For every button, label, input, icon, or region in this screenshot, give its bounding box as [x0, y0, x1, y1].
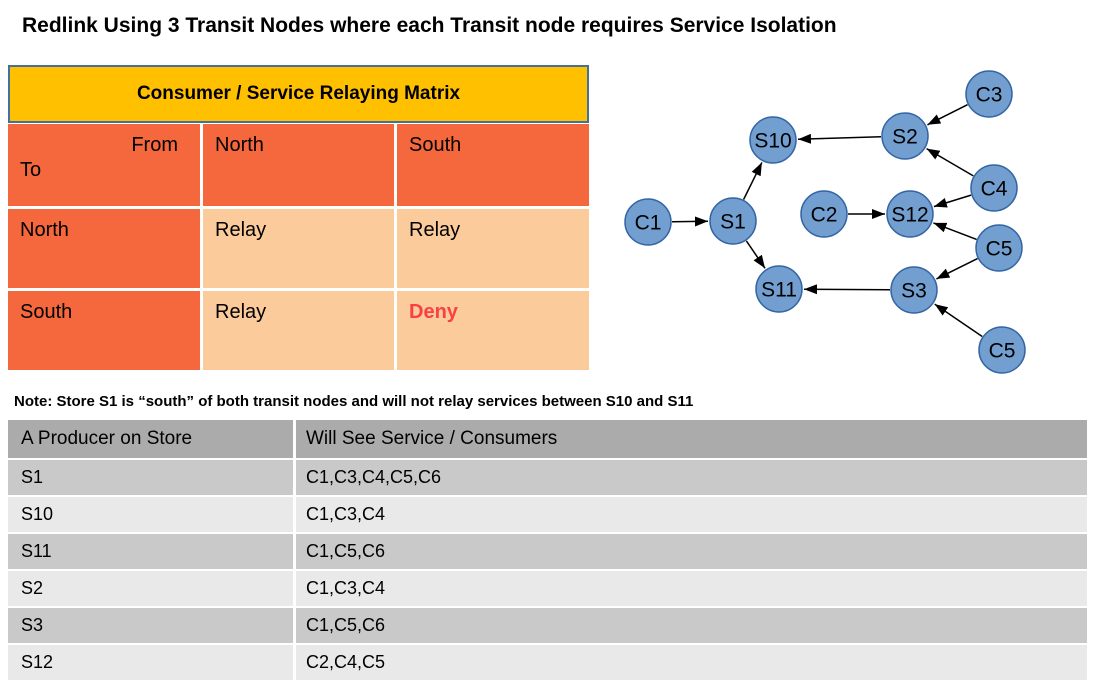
relaying-matrix-table: Consumer / Service Relaying Matrix From …: [8, 65, 589, 370]
producer-store-cell: S3: [8, 608, 293, 643]
producer-store-cell: S10: [8, 497, 293, 532]
producer-table: A Producer on Store Will See Service / C…: [8, 420, 1087, 682]
node-C4: C4: [970, 164, 1018, 212]
producer-services-cell: C1,C3,C4: [296, 497, 1087, 532]
node-circle-S12: [886, 190, 934, 238]
edge-C4-S2: [926, 147, 974, 177]
page-title: Redlink Using 3 Transit Nodes where each…: [22, 14, 837, 37]
relaying-matrix-title: Consumer / Service Relaying Matrix: [8, 65, 589, 123]
matrix-corner-cell: From To: [8, 124, 200, 206]
node-circle-C5a: [975, 224, 1023, 272]
producer-store-cell: S11: [8, 534, 293, 569]
edge-S1-S11: [745, 240, 766, 269]
producer-store-cell: S1: [8, 460, 293, 495]
node-label-C5a: C5: [986, 237, 1013, 260]
node-label-C4: C4: [981, 177, 1008, 200]
node-S11: S11: [755, 265, 803, 313]
edge-C4-S12: [933, 194, 972, 208]
node-S10: S10: [749, 116, 797, 164]
producer-services-cell: C1,C3,C4,C5,C6: [296, 460, 1087, 495]
producer-services-cell: C1,C5,C6: [296, 534, 1087, 569]
matrix-cell-north-north: Relay: [203, 209, 394, 288]
node-circle-S1: [709, 197, 757, 245]
node-C1: C1: [624, 198, 672, 246]
node-C5b: C5: [978, 326, 1026, 374]
matrix-cell-south-south: Deny: [397, 291, 589, 370]
node-label-S2: S2: [892, 125, 918, 148]
node-label-C3: C3: [976, 83, 1003, 106]
node-S3: S3: [890, 266, 938, 314]
edge-C5b-S3: [934, 303, 983, 338]
matrix-cell-south-north: Relay: [203, 291, 394, 370]
matrix-cell-north-south: Relay: [397, 209, 589, 288]
node-C2: C2: [800, 190, 848, 238]
producer-store-cell: S12: [8, 645, 293, 680]
node-label-S3: S3: [901, 279, 927, 302]
matrix-corner-to-label: To: [20, 159, 42, 181]
matrix-corner-from-label: From: [131, 134, 178, 156]
node-label-C5b: C5: [989, 339, 1016, 362]
relaying-matrix-grid: From To North South North Relay Relay So…: [8, 124, 589, 370]
producer-services-cell: C1,C5,C6: [296, 608, 1087, 643]
node-circle-C2: [800, 190, 848, 238]
producer-services-cell: C2,C4,C5: [296, 645, 1087, 680]
node-label-S10: S10: [754, 129, 791, 152]
producer-table-header-services: Will See Service / Consumers: [296, 420, 1087, 458]
node-circle-C5b: [978, 326, 1026, 374]
producer-table-header-row: A Producer on Store Will See Service / C…: [8, 420, 1087, 458]
matrix-row-header-south: South: [8, 291, 200, 370]
node-C3: C3: [965, 70, 1013, 118]
node-label-S1: S1: [720, 210, 746, 233]
node-label-C2: C2: [811, 203, 838, 226]
node-circle-C4: [970, 164, 1018, 212]
note-text: Note: Store S1 is “south” of both transi…: [14, 393, 694, 410]
node-circle-S10: [749, 116, 797, 164]
edge-S2-S10: [797, 133, 882, 144]
matrix-col-header-north: North: [203, 124, 394, 206]
matrix-col-header-south: South: [397, 124, 589, 206]
edge-C3-S2: [927, 104, 968, 126]
edge-C5a-S3: [936, 257, 978, 280]
node-circle-C1: [624, 198, 672, 246]
node-circle-C3: [965, 70, 1013, 118]
edge-S3-S11: [803, 284, 891, 295]
edge-C5a-S12: [933, 222, 977, 241]
node-S12: S12: [886, 190, 934, 238]
node-circle-S2: [881, 112, 929, 160]
node-label-C1: C1: [635, 211, 662, 234]
edge-S1-S10: [742, 162, 763, 200]
node-circle-S11: [755, 265, 803, 313]
producer-store-cell: S2: [8, 571, 293, 606]
node-S2: S2: [881, 112, 929, 160]
node-label-S12: S12: [891, 203, 928, 226]
matrix-row-header-north: North: [8, 209, 200, 288]
node-C5a: C5: [975, 224, 1023, 272]
producer-table-header-store: A Producer on Store: [8, 420, 293, 458]
node-S1: S1: [709, 197, 757, 245]
diagram-edges: [671, 104, 983, 338]
node-label-S11: S11: [761, 278, 797, 301]
node-circle-S3: [890, 266, 938, 314]
producer-services-cell: C1,C3,C4: [296, 571, 1087, 606]
